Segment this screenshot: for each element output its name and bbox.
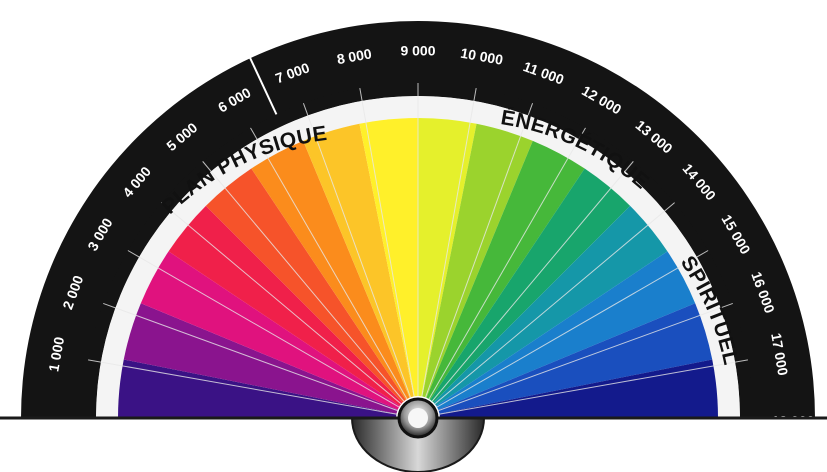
scale-label: 9 000 <box>400 43 435 59</box>
pivot-hub <box>399 399 437 437</box>
scale-label: 18 000 <box>772 413 815 429</box>
